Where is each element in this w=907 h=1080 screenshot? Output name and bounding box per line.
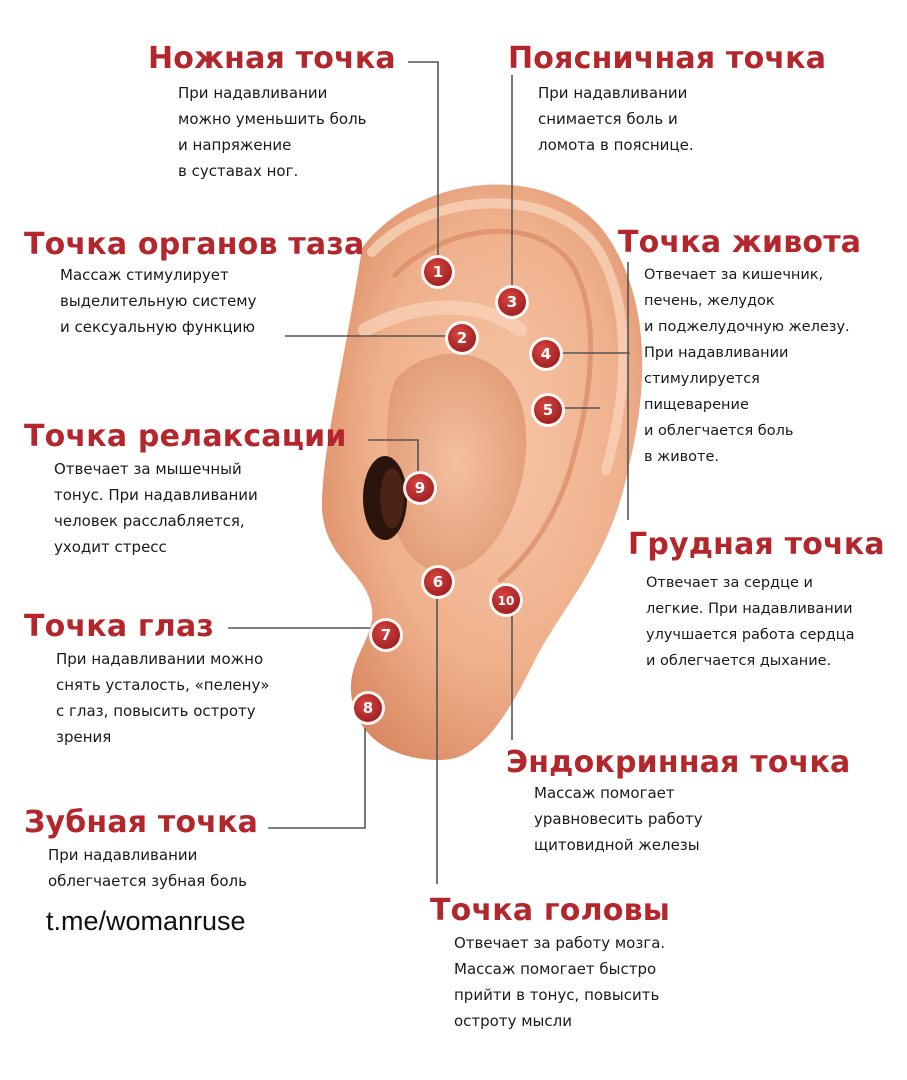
title-pelvic-point: Точка органов таза: [24, 227, 365, 262]
concha: [387, 353, 527, 573]
desc-stomach-point: Отвечает за кишечник, печень, желудок и …: [644, 267, 850, 465]
marker-label: 10: [498, 594, 515, 608]
marker-label: 9: [415, 479, 425, 497]
desc-lumbar-point: При надавливании снимается боль и ломота…: [538, 84, 694, 154]
title-relax-point: Точка релаксации: [24, 419, 347, 454]
marker-label: 2: [457, 329, 467, 347]
desc-endocrine-point: Массаж помогает уравновесить работу щито…: [534, 784, 703, 854]
marker-label: 1: [433, 263, 443, 281]
point-markers: 1 2 3 4 5 6 7 8 9 10: [351, 255, 565, 725]
desc-tooth-point: При надавливании облегчается зубная боль: [48, 846, 247, 890]
marker-label: 5: [543, 401, 553, 419]
title-foot-point: Ножная точка: [148, 41, 396, 76]
helix-inner-fold: [392, 228, 594, 583]
desc-pelvic-point: Массаж стимулирует выделительную систему…: [60, 266, 257, 336]
antihelix-fold: [358, 300, 527, 337]
marker-9: 9: [403, 471, 437, 505]
marker-7: 7: [369, 618, 403, 652]
marker-10: 10: [489, 583, 523, 617]
title-stomach-point: Точка живота: [618, 225, 862, 260]
title-head-point: Точка головы: [430, 893, 671, 928]
marker-3: 3: [495, 285, 529, 319]
marker-label: 3: [507, 293, 517, 311]
leader-lines: [228, 61, 630, 884]
marker-1: 1: [421, 255, 455, 289]
marker-2: 2: [445, 321, 479, 355]
desc-eye-point: При надавливании можно снять усталость, …: [56, 650, 270, 746]
marker-label: 8: [363, 699, 373, 717]
marker-label: 6: [433, 573, 443, 591]
marker-6: 6: [421, 565, 455, 599]
marker-5: 5: [531, 393, 565, 427]
marker-label: 7: [381, 626, 391, 644]
title-tooth-point: Зубная точка: [24, 805, 259, 840]
marker-4: 4: [529, 337, 563, 371]
desc-head-point: Отвечает за работу мозга. Массаж помогае…: [454, 934, 666, 1030]
title-endocrine-point: Эндокринная точка: [506, 745, 851, 780]
desc-chest-point: Отвечает за сердце и легкие. При надавли…: [646, 575, 855, 669]
title-eye-point: Точка глаз: [24, 609, 215, 644]
title-lumbar-point: Поясничная точка: [508, 41, 827, 76]
desc-relax-point: Отвечает за мышечный тонус. При надавлив…: [54, 460, 258, 556]
title-chest-point: Грудная точка: [628, 527, 885, 562]
helix-rim: [367, 198, 629, 475]
marker-8: 8: [351, 691, 385, 725]
marker-label: 4: [541, 345, 551, 363]
desc-foot-point: При надавливании можно уменьшить боль и …: [178, 84, 367, 180]
credit-link[interactable]: t.me/womanruse: [46, 906, 246, 936]
